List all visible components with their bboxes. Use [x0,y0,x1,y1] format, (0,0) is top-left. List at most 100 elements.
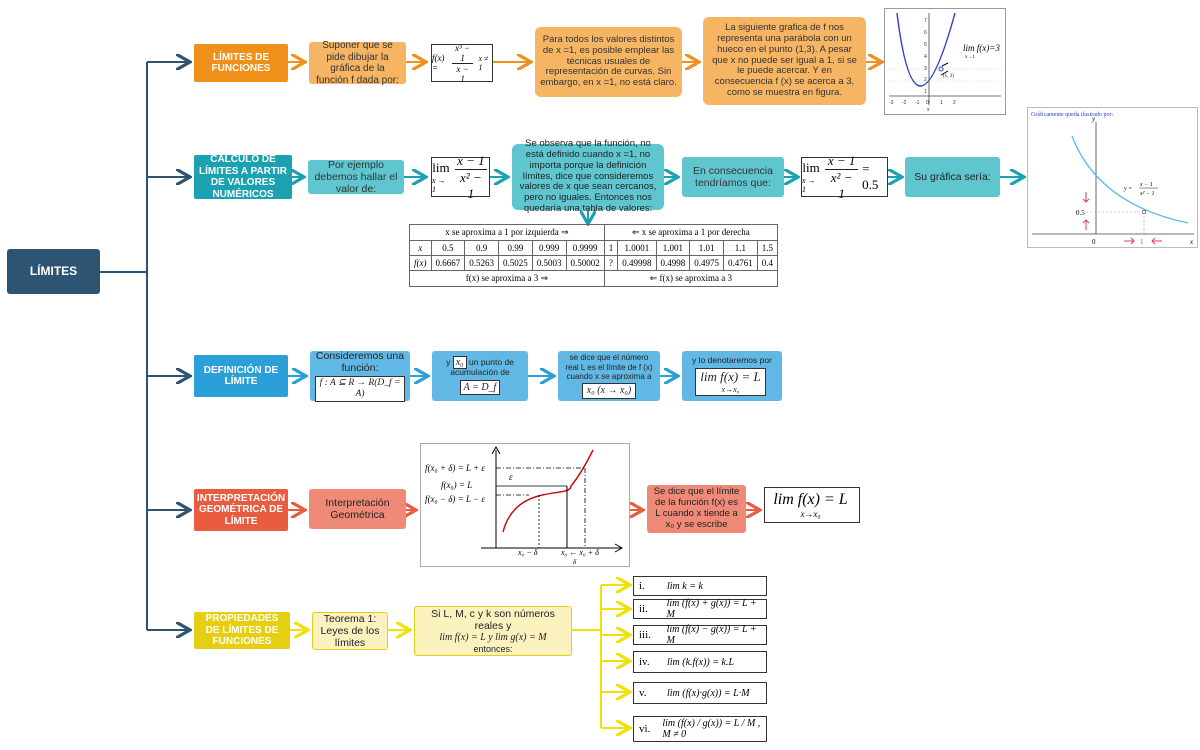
label-epsilon: ε [509,472,513,482]
formula-num: x³ − 1 [451,43,474,64]
table-cell: 0.9999 [565,240,605,256]
property-number: iii. [639,629,651,641]
node-para-todos: Para todos los valores distintos de x =1… [535,27,682,97]
hyperbola-ytick: 0.5 [1076,209,1085,217]
formula-den: x − 1 [456,63,469,84]
table-cell: 0.4975 [689,255,724,271]
parabola-limit-sub: x→1 [965,55,976,60]
table-row-label: x [409,240,432,256]
table-cell: ? [603,255,619,271]
hyperbola-fn-lhs: y = [1123,186,1132,192]
result-den: x² − 1 [830,169,853,201]
hyperbola-fn-num: x − 1 [1139,182,1153,188]
entonces-text: entonces: [473,643,513,654]
property-number: i. [639,580,645,592]
node-por-ejemplo: Por ejemplo debemos hallar el valor de: [308,159,404,195]
property-item: i.lim k = k [633,576,767,596]
table-cell: 0.999 [531,240,567,256]
property-item: v.lim (f(x)·g(x)) = L·M [633,682,767,704]
table-left-header: x se aproxima a 1 por izquierda ⇒ [409,224,605,241]
node-se-observa: Se observa que la función, no está defin… [512,138,664,214]
notation-final-sub: x→x₀ [800,509,821,519]
property-item: ii.lim (f(x) + g(x)) = L + M [633,598,767,620]
table-cell: 0.4 [756,255,779,271]
table-right-header: ⇐ x se aproxima a 1 por derecha [603,224,779,241]
node-en-consecuencia: En consecuencia tendríamos que: [682,157,784,197]
ytick: 7 [924,18,927,24]
point-prefix: y [446,356,451,367]
ytick: 5 [924,42,927,48]
topic-propiedades: PROPIEDADES DE LÍMITES DE FUNCIONES [194,612,290,649]
lim-word: lim [802,160,820,175]
hypothesis: lim f(x) = L y lim g(x) = M [439,632,547,644]
function-def: f : A ⊆ R → R(D_f = A) [315,376,405,402]
property-expression: lim (k.f(x)) = k.L [667,656,735,668]
table-cell: 0.5263 [464,255,499,271]
domain-def: A = D_f [459,379,501,396]
lim-sub: x → 1 [432,176,446,194]
xtick: -1 [915,100,920,106]
table-cell: 1.1 [723,240,758,256]
se-dice-text: se dice que el número real L es el límit… [565,353,653,381]
label-bot: f(x₀ − δ) = L − ε [425,494,485,504]
epsilon-delta-graph: f(x₀ + δ) = L + ε f(x₀) = L f(x₀ − δ) = … [420,443,630,567]
node-interpretacion: Interpretación Geométrica [309,489,406,529]
denotaremos-text: y lo denotaremos por [692,355,772,366]
ytick: 2 [924,77,927,83]
label-x-right: x₀ ← x₀ + δ [560,548,599,557]
property-expression: lim (f(x) + g(x)) = L + M [666,598,757,620]
table-cell: 0.5003 [531,255,567,271]
approach-def: x₀ (x → x₀) [581,383,637,399]
label-delta: δ [573,558,577,566]
node-denotaremos: y lo denotaremos por lim f(x) = L x→x₀ [682,351,782,401]
result-num: x − 1 [825,153,859,170]
hyperbola-caption: Gráficamente queda ilustrado por: [1031,111,1113,118]
point-x0: x₀ [452,355,467,369]
table-cell: 1 [603,240,619,256]
table-cell: 0.4998 [655,255,691,271]
property-number: vi. [639,723,651,735]
table-row-label: f(x) [409,255,432,271]
table-cell: 1.001 [655,240,691,256]
table-cell: 0.9 [464,240,499,256]
node-parabola: La siguiente grafica de f nos representa… [703,17,866,105]
values-table: x se aproxima a 1 por izquierda ⇒ ⇐ x se… [409,224,779,287]
expr-num: x − 1 [454,153,487,170]
table-cell: 0.4761 [723,255,758,271]
punto-acumulacion-text: un punto de acumulación de [450,356,514,378]
topic-definicion-limite: DEFINICIÓN DE LÍMITE [194,355,288,397]
node-punto-acumulacion: y x₀ un punto de acumulación de A = D_f [432,351,528,401]
notation-text: lim f(x) = L [700,368,761,384]
formula-cond: x ≠ 1 [478,54,489,72]
xtick: 1 [940,100,943,106]
parabola-xlabel: x [927,107,930,113]
label-top: f(x₀ + δ) = L + ε [425,463,485,473]
label-x-left: x₀ − δ [517,548,538,557]
lim-word: lim [432,160,450,175]
table-cell: 1.5 [756,240,779,256]
property-expression: lim (f(x) − g(x)) = L + M [666,624,757,646]
node-si-l-m: Si L, M, c y k son números reales y lim … [414,606,572,656]
property-number: v. [639,687,647,699]
property-expression: lim (f(x) / g(x)) = L / M , M ≠ 0 [662,718,761,740]
topic-interpretacion: INTERPRETACIÓN GEOMÉTRICA DE LÍMITE [194,489,288,531]
epsilon-delta-svg: f(x₀ + δ) = L + ε f(x₀) = L f(x₀ − δ) = … [425,445,624,566]
node-se-dice: se dice que el número real L es el límit… [558,351,660,401]
expr-den: x² − 1 [460,169,482,201]
table-right-footer: ⇐ f(x) se aproxima a 3 [603,270,779,287]
result-value: = 0.5 [862,161,879,192]
ytick: 1 [924,89,927,95]
parabola-graph: (1, 3) lim f(x)=3 x→1 -3 -2 -1 0 1 2 1 2… [884,8,1006,115]
lim-sub: x → 1 [802,176,816,194]
hyperbola-y-axis: y [1091,115,1096,123]
table-cell: 1.0001 [617,240,657,256]
table-cell: 0.99 [498,240,533,256]
parabola-svg: (1, 3) lim f(x)=3 x→1 -3 -2 -1 0 1 2 1 2… [889,12,1001,113]
hyperbola-xtick: 1 [1140,238,1144,246]
table-cell: 0.6667 [430,255,466,271]
xtick: -3 [889,100,894,106]
table-cell: 0.50002 [565,255,605,271]
